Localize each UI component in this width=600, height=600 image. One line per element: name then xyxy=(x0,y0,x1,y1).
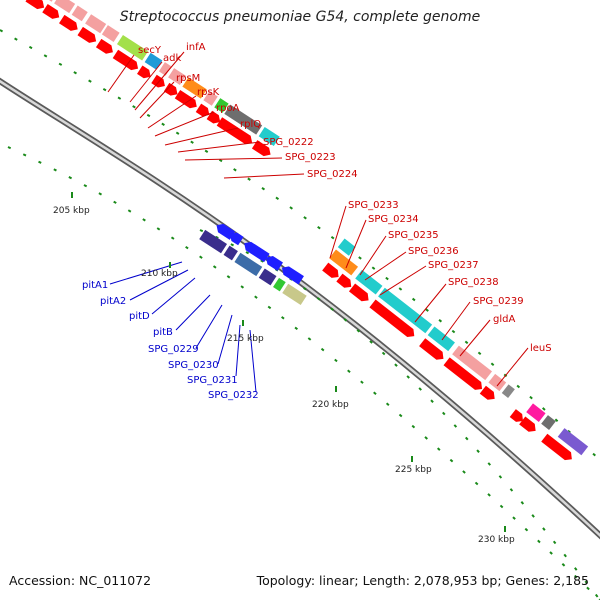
gene-label: SPG_0232 xyxy=(208,390,259,401)
gene-label: SPG_0237 xyxy=(428,260,479,271)
gene-label: SPG_0229 xyxy=(148,344,199,355)
gene-labels-forward: secY infA adk rpsM rpsK rpoA rplQ SPG_02… xyxy=(138,42,552,354)
scale-label-210: 210 kbp xyxy=(141,269,178,279)
gene-label: SPG_0222 xyxy=(263,137,314,148)
scale-label-220: 220 kbp xyxy=(312,400,349,410)
gene-label: SPG_0236 xyxy=(408,246,459,257)
accession-text: Accession: NC_011072 xyxy=(9,573,152,588)
gene-label: SPG_0239 xyxy=(473,296,524,307)
scale-label-215: 215 kbp xyxy=(227,334,264,344)
gene-label: pitB xyxy=(153,327,173,338)
gene-label: secY xyxy=(138,45,162,56)
gene-label: SPG_0234 xyxy=(368,214,419,225)
gene-label: gldA xyxy=(493,314,515,325)
gene-label: SPG_0230 xyxy=(168,360,219,371)
gene-label: SPG_0223 xyxy=(285,152,336,163)
gene-label: infA xyxy=(186,42,206,53)
scale-label-205: 205 kbp xyxy=(53,206,90,216)
scale-label-230: 230 kbp xyxy=(478,535,515,545)
forward-feature-track-1 xyxy=(33,0,280,147)
gene-label: adk xyxy=(163,53,181,64)
gene-label: SPG_0235 xyxy=(388,230,439,241)
gene-label: rpsM xyxy=(176,73,200,84)
gene-label: SPG_0238 xyxy=(448,277,499,288)
gene-label: pitA1 xyxy=(82,280,108,291)
scale-tick-marks xyxy=(71,192,506,532)
map-title: Streptococcus pneumoniae G54, complete g… xyxy=(119,9,481,25)
gene-label: leuS xyxy=(530,343,552,354)
leader-lines-forward xyxy=(107,51,529,387)
reverse-feature-track xyxy=(199,223,307,306)
forward-feature-track-2 xyxy=(322,238,589,461)
gene-labels-reverse: pitA1 pitA2 pitD pitB SPG_0229 SPG_0230 … xyxy=(82,280,259,401)
gene-label: SPG_0231 xyxy=(187,375,238,386)
gene-label: rplQ xyxy=(240,119,261,130)
gene-label: rpoA xyxy=(216,103,240,114)
scale-label-225: 225 kbp xyxy=(395,465,432,475)
gene-label: rpsK xyxy=(197,87,220,98)
cds-arrows-track-1 xyxy=(25,0,271,157)
gene-label: pitD xyxy=(129,311,150,322)
leader-lines-reverse xyxy=(109,261,257,393)
gene-label: SPG_0224 xyxy=(307,169,358,180)
gene-label: pitA2 xyxy=(100,296,126,307)
dotted-arcs xyxy=(0,29,600,600)
topology-text: Topology: linear; Length: 2,078,953 bp; … xyxy=(256,573,589,588)
scale-labels: 205 kbp 210 kbp 215 kbp 220 kbp 225 kbp … xyxy=(53,206,515,545)
gene-label: SPG_0233 xyxy=(348,200,399,211)
